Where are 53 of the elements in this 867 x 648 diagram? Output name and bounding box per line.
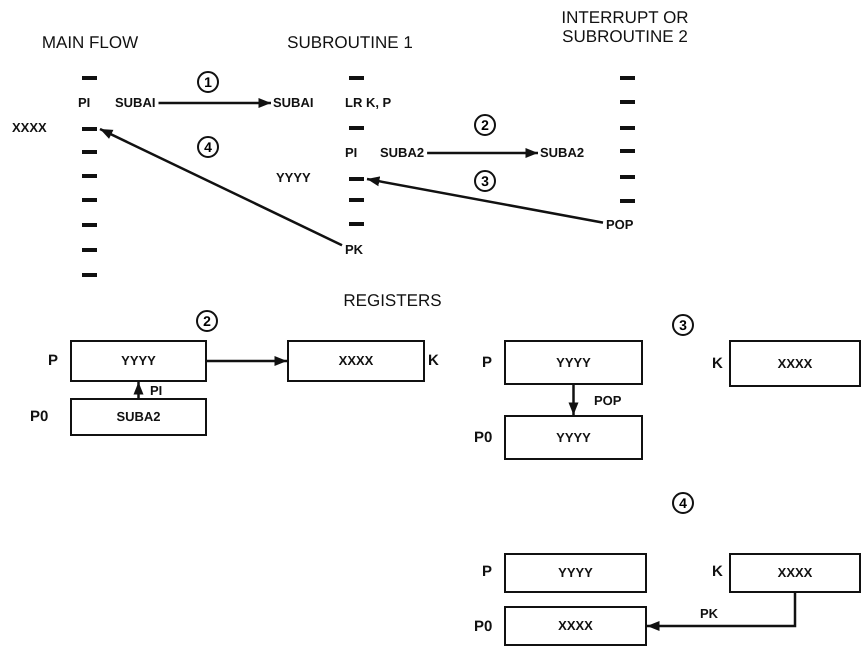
instruction-text: SUBAI (273, 95, 314, 111)
register-name: P0 (474, 430, 492, 446)
arrow (134, 382, 144, 398)
arrow (427, 148, 538, 158)
step-number: 3 (672, 314, 694, 336)
register-box: XXXX (729, 340, 861, 387)
instruction-text: YYYY (276, 170, 311, 186)
arrow (207, 356, 287, 366)
code-line-mark (82, 127, 97, 131)
register-box: YYYY (70, 340, 207, 382)
register-box: YYYY (504, 415, 643, 460)
step-number: 4 (197, 136, 219, 158)
edge-label: PI (150, 383, 162, 399)
register-box: XXXX (287, 340, 425, 382)
register-name: P0 (30, 409, 48, 425)
arrow (158, 98, 271, 108)
instruction-text: LR K, P (345, 95, 392, 111)
column-heading: REGISTERS (342, 291, 443, 310)
register-name: P (482, 355, 492, 371)
register-name: K (712, 564, 723, 580)
arrow (568, 385, 578, 415)
instruction-text: PI (78, 95, 90, 111)
instruction-text: XXXX (12, 120, 47, 136)
register-name: P0 (474, 619, 492, 635)
instruction-text: PK (345, 242, 364, 258)
arrow (99, 128, 343, 246)
instruction-text: SUBA2 (380, 145, 424, 161)
register-box: YYYY (504, 553, 647, 593)
register-box: XXXX (504, 606, 647, 646)
register-name: K (712, 356, 723, 372)
register-box: SUBA2 (70, 398, 207, 436)
step-number: 3 (474, 170, 496, 192)
instruction-text: SUBA2 (540, 145, 584, 161)
step-number: 4 (672, 492, 694, 514)
edge-label: PK (700, 606, 718, 622)
register-box: XXXX (729, 553, 861, 593)
instruction-text: PI (345, 145, 358, 161)
column-heading: MAIN FLOW (40, 33, 140, 52)
instruction-text: POP (606, 217, 634, 233)
register-name: P (48, 353, 58, 369)
register-box: YYYY (504, 340, 643, 385)
step-number: 2 (474, 114, 496, 136)
column-heading: SUBROUTINE 1 (286, 33, 414, 52)
arrow (366, 176, 604, 224)
code-line-mark (349, 177, 364, 181)
step-number: 2 (196, 310, 218, 332)
column-heading: INTERRUPT OR SUBROUTINE 2 (560, 8, 690, 46)
register-name: P (482, 564, 492, 580)
edge-label: POP (594, 393, 622, 409)
arrow (647, 593, 796, 631)
instruction-text: SUBAI (115, 95, 156, 111)
step-number: 1 (197, 71, 219, 93)
register-name: K (428, 353, 439, 369)
